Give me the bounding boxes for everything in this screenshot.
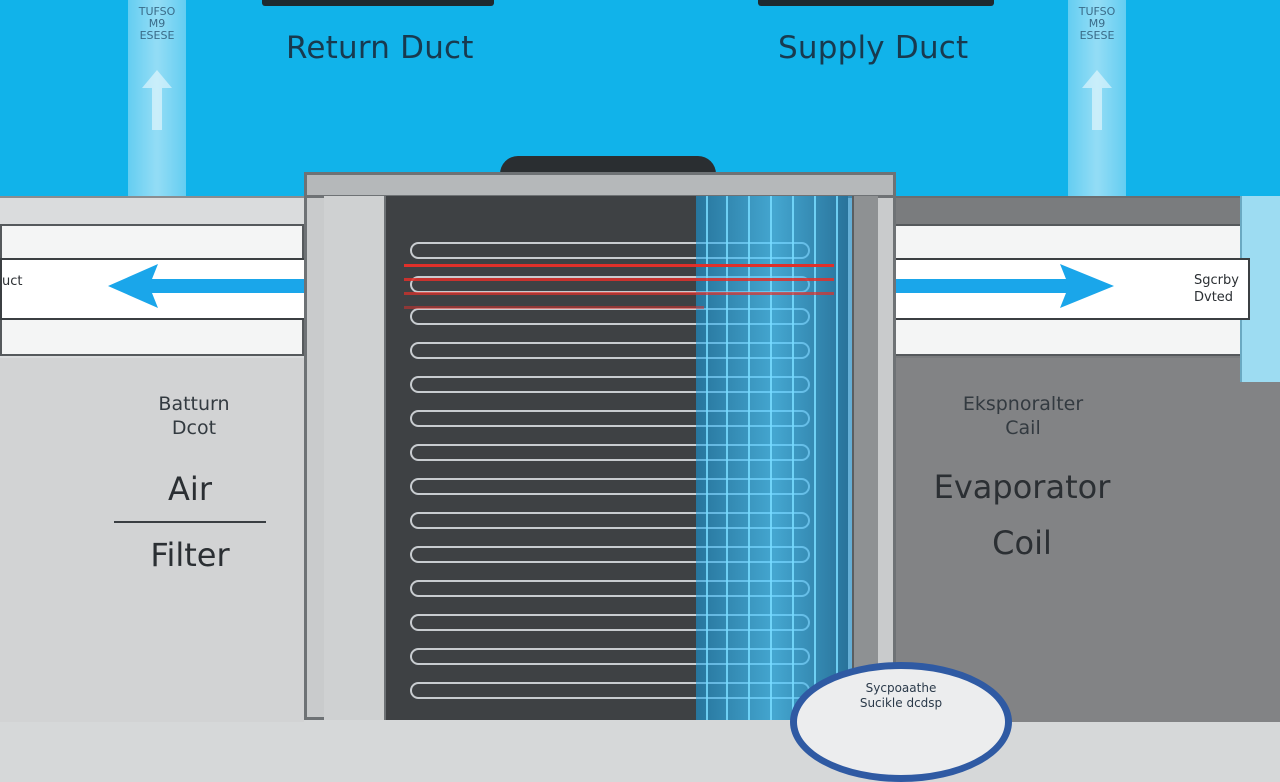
divider-line [114,521,266,523]
left-arrow-icon [108,264,398,308]
evaporator-label: Evaporator [933,468,1111,506]
gauge-text: Sycpoaathe Sucikle dcdsp [859,681,943,710]
cold-line [836,196,838,720]
air-label: Air [168,470,212,508]
heat-line [404,278,834,281]
up-arrow-icon [1082,70,1112,130]
up-arrow-icon [142,70,172,130]
supply-duct-end-label: Sgcrby Dvted [1194,273,1239,305]
supply-duct-title: Supply Duct [778,30,969,66]
supply-duct-bar [758,0,994,6]
cold-line [748,196,750,720]
left-airflow-pillar: TUFSO M9 ESESE [128,0,186,215]
air-filter-panel [0,358,304,722]
heat-line [404,292,834,295]
cold-line [770,196,772,720]
right-frame-rail [852,196,878,720]
right-pillar-text: TUFSO M9 ESESE [1078,5,1116,42]
unit-frame-top [304,172,896,198]
coil-label: Coil [992,524,1052,562]
return-duct-small-label: Batturn Dcot [158,393,230,439]
heat-line [404,306,704,309]
right-airflow-pillar: TUFSO M9 ESESE [1068,0,1126,215]
cold-line [792,196,794,720]
return-duct-title: Return Duct [286,30,474,66]
evaporator-small-label: Ekspnoralter Cail [962,393,1084,439]
unit-hood [500,156,716,176]
return-duct-bar [262,0,494,6]
cold-line [814,196,816,720]
pressure-gauge: Sycpoaathe Sucikle dcdsp [790,662,1012,782]
cold-line [706,196,708,720]
cold-airflow-glow [696,196,852,720]
evaporator-coil-panel [894,358,1280,722]
heat-transfer-lines [404,252,840,322]
heat-line [404,264,834,267]
filter-label: Filter [150,536,230,574]
left-pillar-text: TUFSO M9 ESESE [138,5,176,42]
return-duct-end-label: uct [2,274,23,289]
right-arrow-icon [840,264,1114,308]
left-frame-rail [324,196,386,720]
cold-line [726,196,728,720]
